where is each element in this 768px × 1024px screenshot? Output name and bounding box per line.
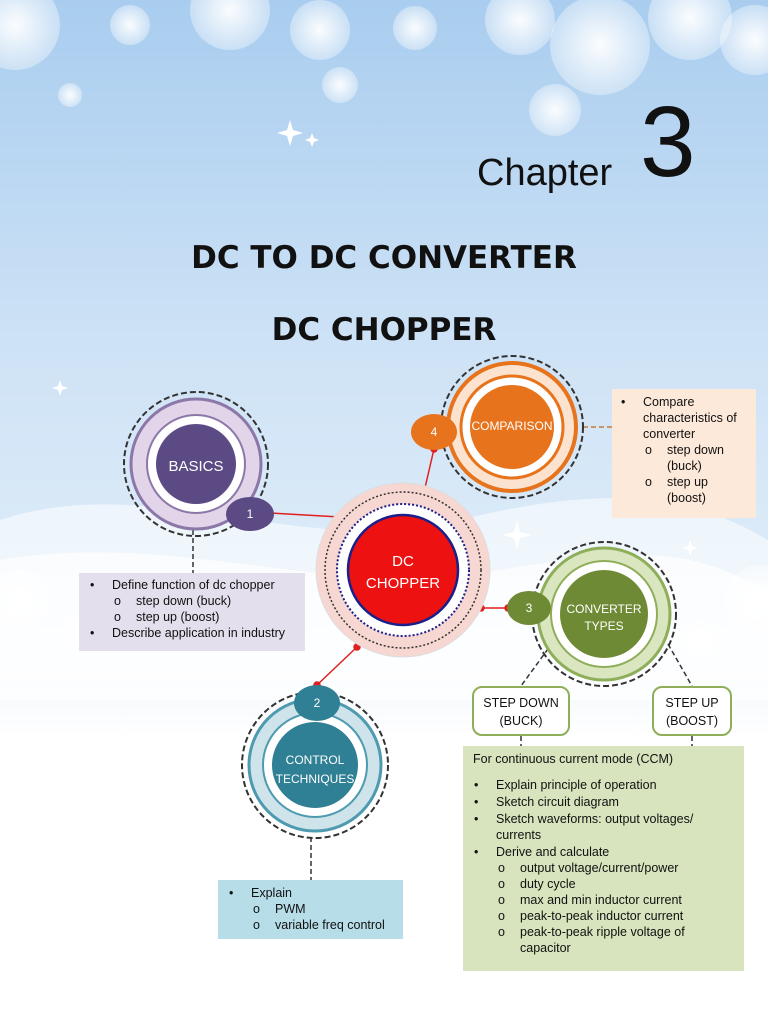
badge-1-label: 1	[246, 507, 254, 521]
converter-box-heading: For continuous current mode (CCM)	[473, 752, 674, 766]
step-up-line2: (BOOST)	[665, 714, 719, 728]
converter-list-item: peak-to-peak inductor current	[498, 908, 744, 924]
comparison-label: COMPARISON	[471, 419, 553, 433]
basics-info-box: Define function of dc chopperstep down (…	[79, 573, 305, 651]
control-list-item: PWM	[253, 901, 403, 917]
converter-list-item: Sketch waveforms: output voltages/	[474, 811, 744, 827]
converter-list-item: duty cycle	[498, 876, 744, 892]
converter-types-label: CONVERTER TYPES	[554, 601, 654, 635]
badge-4	[411, 414, 457, 450]
comparison-list-item: converter	[643, 427, 696, 441]
basics-list: Define function of dc chopperstep down (…	[90, 577, 305, 641]
converter-list-item: currents	[496, 828, 542, 842]
step-down-line1: STEP DOWN	[483, 696, 559, 710]
converter-list: Explain principle of operationSketch cir…	[473, 777, 744, 956]
basics-node[interactable]	[123, 391, 269, 537]
badge-2-label: 2	[313, 696, 321, 710]
comparison-list-item: step up	[645, 474, 756, 490]
chapter-label: Chapter	[477, 152, 613, 194]
badge-4-label: 4	[430, 425, 438, 439]
step-up-line1: STEP UP	[665, 696, 719, 710]
comparison-list-item: step down	[645, 442, 756, 458]
sub-title: DC CHOPPER	[271, 312, 497, 348]
chapter-number: 3	[640, 86, 696, 198]
basics-list-item: step down (buck)	[114, 593, 305, 609]
comparison-list-item: (buck)	[667, 459, 702, 473]
converter-list-item: output voltage/current/power	[498, 860, 744, 876]
converter-types-line1: CONVERTER	[566, 602, 642, 616]
converter-list-item: Derive and calculate	[474, 844, 744, 860]
control-list-item: variable freq control	[253, 917, 403, 933]
converter-list-item: capacitor	[520, 941, 571, 955]
converter-list-item: Sketch circuit diagram	[474, 794, 744, 810]
control-techniques-line1: CONTROL	[285, 753, 345, 767]
control-list-item: Explain	[229, 885, 403, 901]
comparison-list-item: Compare	[621, 394, 756, 410]
step-down-pill[interactable]: STEP DOWN (BUCK)	[472, 686, 570, 736]
step-up-pill[interactable]: STEP UP (BOOST)	[652, 686, 732, 736]
basics-list-item: step up (boost)	[114, 609, 305, 625]
control-info-box: ExplainPWMvariable freq control	[218, 880, 403, 939]
comparison-node[interactable]	[440, 355, 584, 499]
comparison-list-item: characteristics of	[643, 411, 737, 425]
basics-label: BASICS	[168, 458, 224, 475]
step-down-line2: (BUCK)	[499, 714, 543, 728]
converter-info-box: For continuous current mode (CCM) Explai…	[463, 746, 744, 971]
badge-3-label: 3	[525, 601, 533, 615]
converter-list-item: Explain principle of operation	[474, 777, 744, 793]
badge-3	[507, 591, 551, 625]
converter-list-item: max and min inductor current	[498, 892, 744, 908]
control-techniques-label: CONTROL TECHNIQUES	[265, 751, 365, 789]
connector-comparison	[423, 448, 435, 493]
converter-list-item: peak-to-peak ripple voltage of	[498, 924, 744, 940]
connector-basics	[269, 512, 341, 518]
basics-list-item: Describe application in industry	[90, 625, 305, 641]
badge-2	[294, 685, 340, 721]
control-list: ExplainPWMvariable freq control	[229, 885, 403, 933]
stepup-leader	[667, 643, 693, 687]
dc-chopper-node[interactable]	[315, 482, 491, 658]
converter-types-node[interactable]	[531, 541, 677, 687]
comparison-list-item: (boost)	[667, 491, 706, 505]
badge-1	[226, 497, 274, 531]
basics-list-item: Define function of dc chopper	[90, 577, 305, 593]
connector-control	[316, 646, 358, 686]
dc-chopper-label: DC CHOPPER	[353, 551, 453, 595]
dc-chopper-line2: CHOPPER	[365, 575, 441, 592]
control-techniques-line2: TECHNIQUES	[275, 772, 355, 786]
main-title: DC TO DC CONVERTER	[191, 240, 577, 276]
converter-types-line2: TYPES	[584, 619, 624, 633]
dc-chopper-line1: DC	[392, 553, 414, 570]
